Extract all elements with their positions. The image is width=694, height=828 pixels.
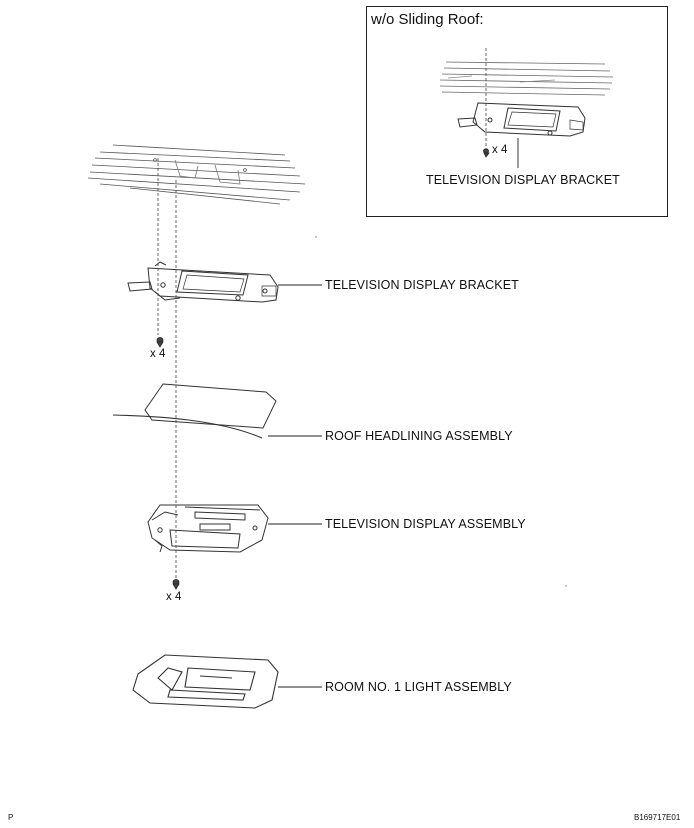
inset-bracket-drawing — [457, 102, 586, 137]
screw-icon — [156, 337, 164, 348]
inset-screw-qty: x 4 — [492, 144, 508, 156]
inset-bracket-label: TELEVISION DISPLAY BRACKET — [426, 173, 620, 187]
light-label: ROOM NO. 1 LIGHT ASSEMBLY — [325, 680, 512, 694]
leader-lines — [268, 284, 322, 688]
bracket-screw-qty: x 4 — [150, 348, 166, 360]
screw-icon — [483, 148, 490, 158]
inset-roof-drawing — [439, 61, 614, 96]
display-assembly-drawing — [147, 504, 269, 553]
footer-left-mark: P — [8, 813, 14, 822]
guide-lines — [157, 158, 177, 578]
bracket-label: TELEVISION DISPLAY BRACKET — [325, 278, 519, 292]
light-assembly-drawing — [132, 654, 279, 709]
headlining-label: ROOF HEADLINING ASSEMBLY — [325, 429, 513, 443]
roof-panel-drawing — [87, 144, 306, 205]
headlining-drawing — [112, 383, 277, 439]
screw-icon — [172, 579, 180, 590]
bracket-drawing — [127, 261, 279, 303]
inset-frame — [366, 6, 668, 217]
inset-title: w/o Sliding Roof: — [371, 11, 484, 28]
display-screw-qty: x 4 — [166, 591, 182, 603]
figure-code: B169717E01 — [634, 813, 681, 822]
display-label: TELEVISION DISPLAY ASSEMBLY — [325, 517, 526, 531]
